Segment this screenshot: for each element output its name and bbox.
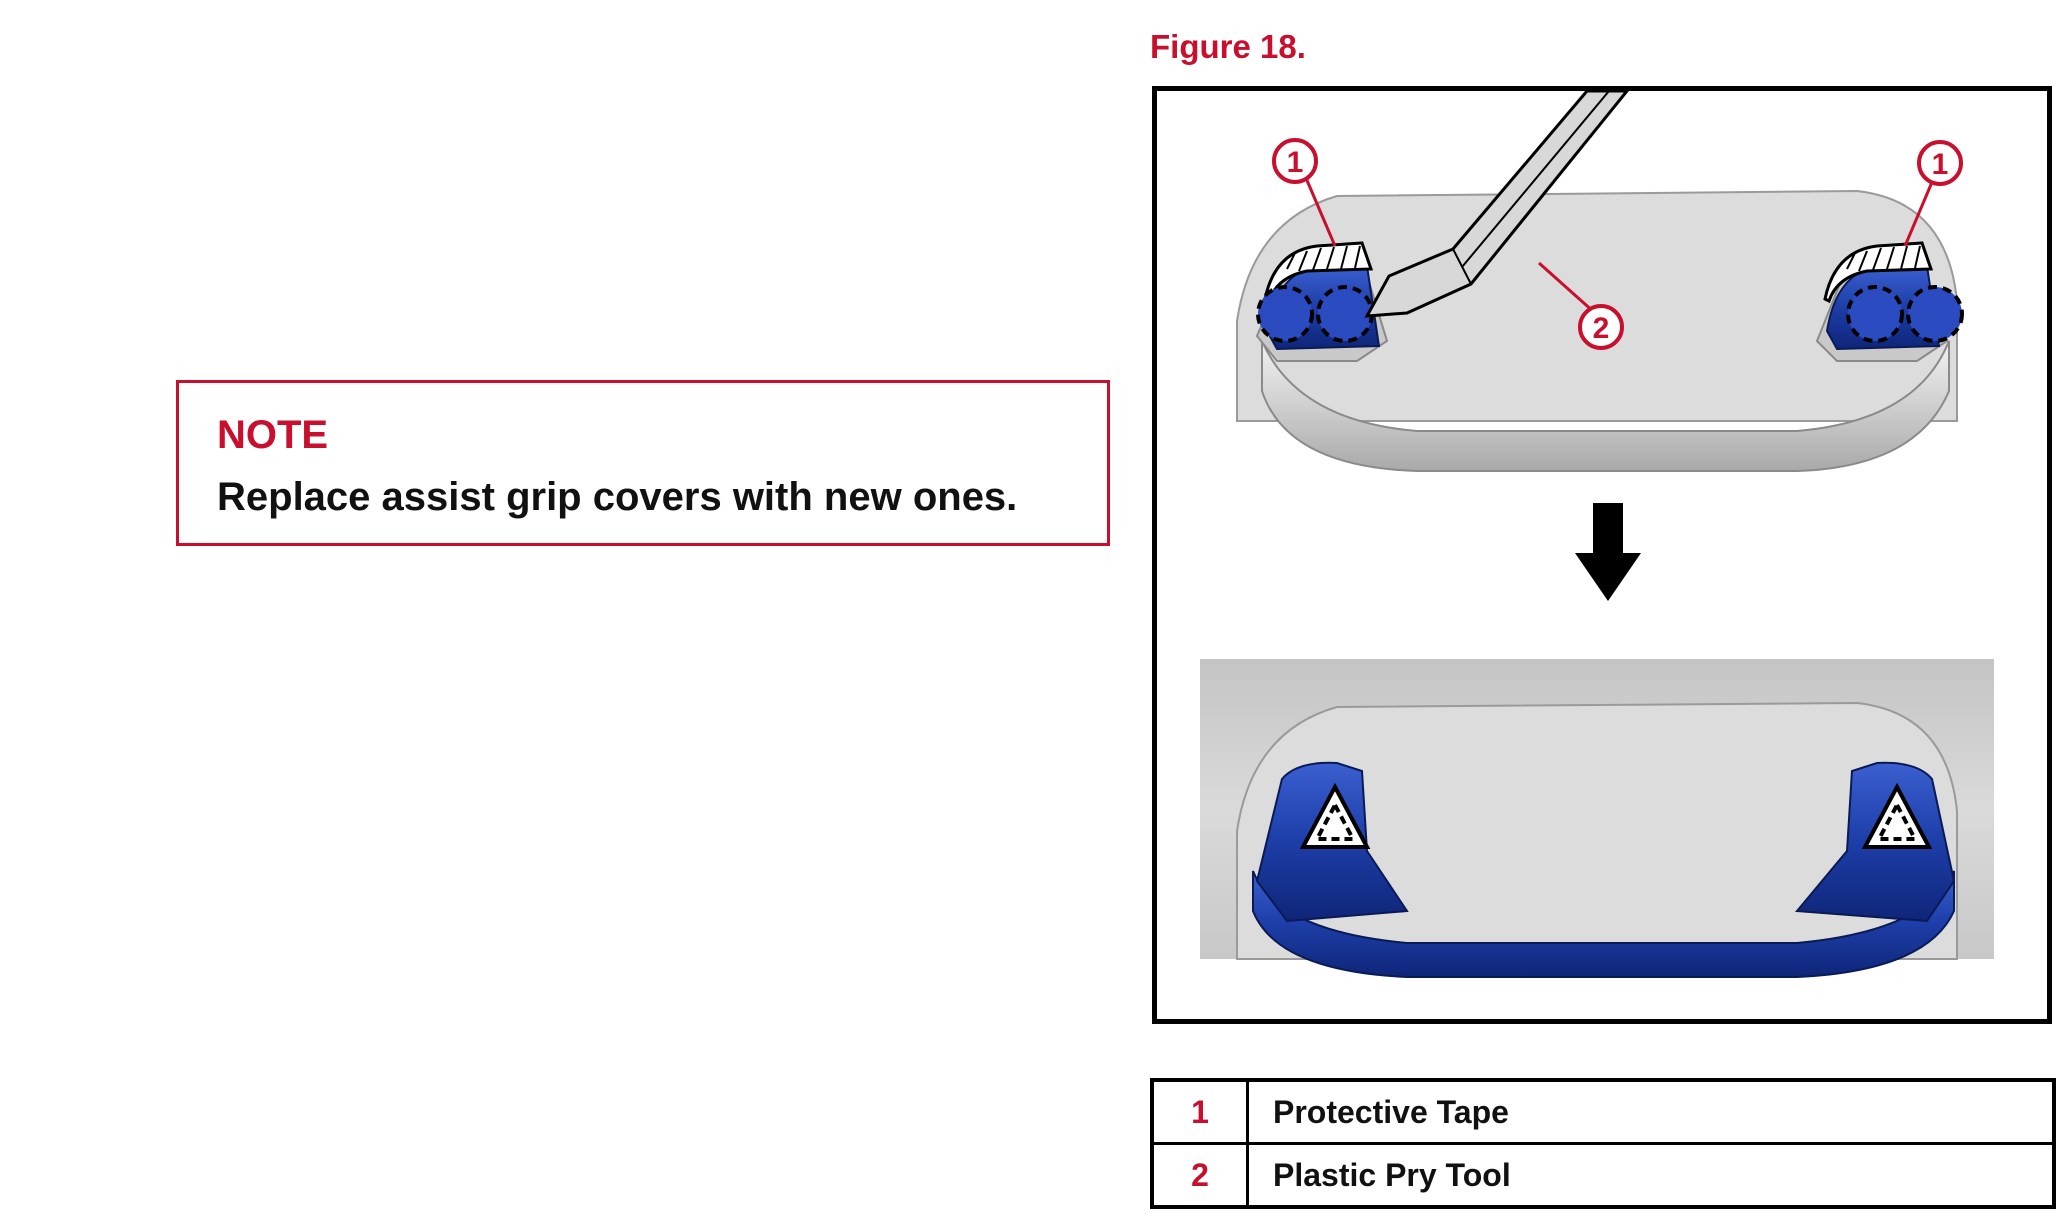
callout-1-right: 1 — [1917, 140, 1963, 186]
note-heading: NOTE — [217, 413, 329, 457]
legend-number: 2 — [1150, 1142, 1249, 1209]
callout-1-right-label: 1 — [1932, 148, 1949, 181]
legend-label: Protective Tape — [1246, 1078, 2056, 1145]
note-text: Replace assist grip covers with new ones… — [217, 475, 1018, 519]
callout-2: 2 — [1578, 304, 1624, 350]
after-removal-view — [1200, 659, 1994, 978]
figure-illustration: 1 1 2 — [1152, 86, 2052, 1024]
table-row: 1 Protective Tape — [1150, 1078, 2056, 1145]
callout-2-label: 2 — [1593, 312, 1610, 345]
legend-label: Plastic Pry Tool — [1246, 1142, 2056, 1209]
table-row: 2 Plastic Pry Tool — [1150, 1142, 2056, 1209]
down-arrow-icon — [1575, 503, 1641, 601]
legend-number: 1 — [1150, 1078, 1249, 1145]
callout-1-left-label: 1 — [1287, 146, 1304, 179]
note-box: NOTE Replace assist grip covers with new… — [176, 380, 1110, 546]
legend-table: 1 Protective Tape 2 Plastic Pry Tool — [1150, 1078, 2056, 1209]
callout-1-left: 1 — [1272, 138, 1318, 184]
figure-title: Figure 18. — [1150, 28, 1306, 65]
